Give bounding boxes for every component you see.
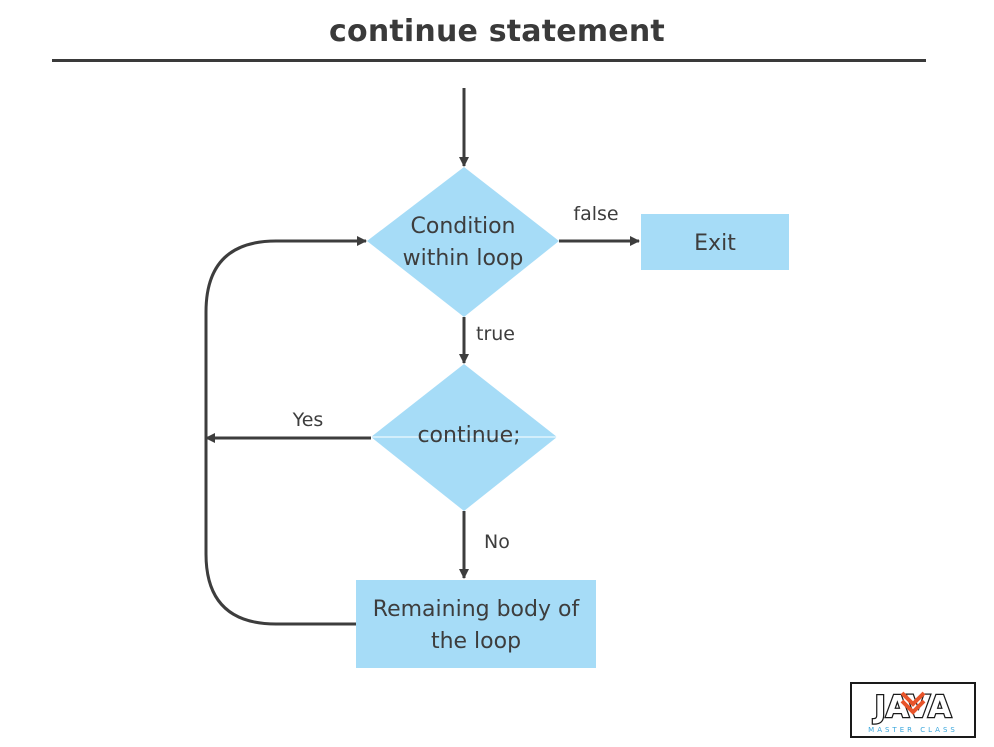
exit-label: Exit — [694, 231, 736, 256]
logo-tagline: MASTER CLASS — [868, 726, 958, 734]
remaining-body-label-line1: Remaining body of — [373, 597, 581, 622]
diagram-title: continue statement — [329, 14, 665, 49]
condition-label-line1: Condition — [411, 214, 516, 239]
condition-label-line2: within loop — [403, 246, 524, 271]
remaining-body-box — [356, 580, 596, 668]
exit-box — [641, 214, 789, 270]
java-master-class-logo: JAVA MASTER CLASS — [850, 682, 976, 738]
false-label: false — [573, 203, 618, 225]
true-label: true — [476, 323, 515, 345]
condition-diamond — [367, 167, 559, 317]
yes-label: Yes — [292, 409, 324, 431]
no-label: No — [484, 531, 510, 553]
title-underline — [52, 59, 926, 62]
logo-chevrons-icon — [900, 691, 926, 715]
loop-back-path — [204, 236, 367, 626]
continue-label: continue; — [417, 423, 520, 448]
remaining-body-label-line2: the loop — [431, 629, 521, 654]
logo-word: JAVA — [873, 690, 953, 725]
